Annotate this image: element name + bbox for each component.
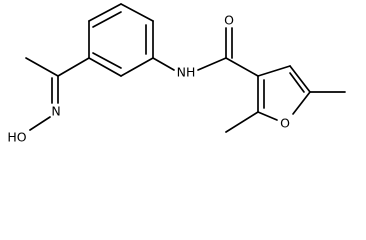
bond-furan-c5-o (292, 91, 311, 115)
structure-diagram: HO N NH O O (7, 3, 346, 145)
bond-ring-to-nh (152, 57, 175, 71)
bond-benzene-4 (120, 57, 154, 77)
amide-group (152, 27, 259, 77)
bond-benzene-2 (120, 3, 154, 22)
bond-furan-o-c2 (257, 111, 278, 121)
bond-furan-c3-c4 (257, 65, 291, 77)
bond-carbonyl-to-furan (225, 57, 259, 77)
bond-benzene-5 (88, 57, 122, 77)
bond-ring-to-oxime-carbon (57, 57, 90, 77)
bond-nh-to-carbonyl (197, 57, 227, 71)
benzene-ring (88, 3, 154, 77)
bond-benzene-5-inner (92, 52, 122, 69)
bond-benzene-1-inner (92, 11, 122, 28)
bond-furan-c4-c5 (289, 65, 311, 93)
bond-furan-c4-c5-inner (289, 72, 305, 93)
bond-c2-methyl (225, 111, 259, 133)
oxime-group (25, 57, 90, 131)
atom-label-o-furan: O (280, 116, 290, 131)
atom-label-ho: HO (7, 130, 26, 145)
bond-methyl-oxime (25, 57, 59, 77)
atom-label-o-carbonyl: O (224, 13, 234, 28)
atom-label-n-oxime: N (51, 104, 60, 119)
atom-labels: HO N NH O O (7, 13, 290, 145)
atom-label-nh: NH (177, 65, 196, 80)
furan-ring (225, 65, 346, 133)
bond-n-o (29, 116, 51, 131)
bond-benzene-1 (88, 3, 122, 22)
